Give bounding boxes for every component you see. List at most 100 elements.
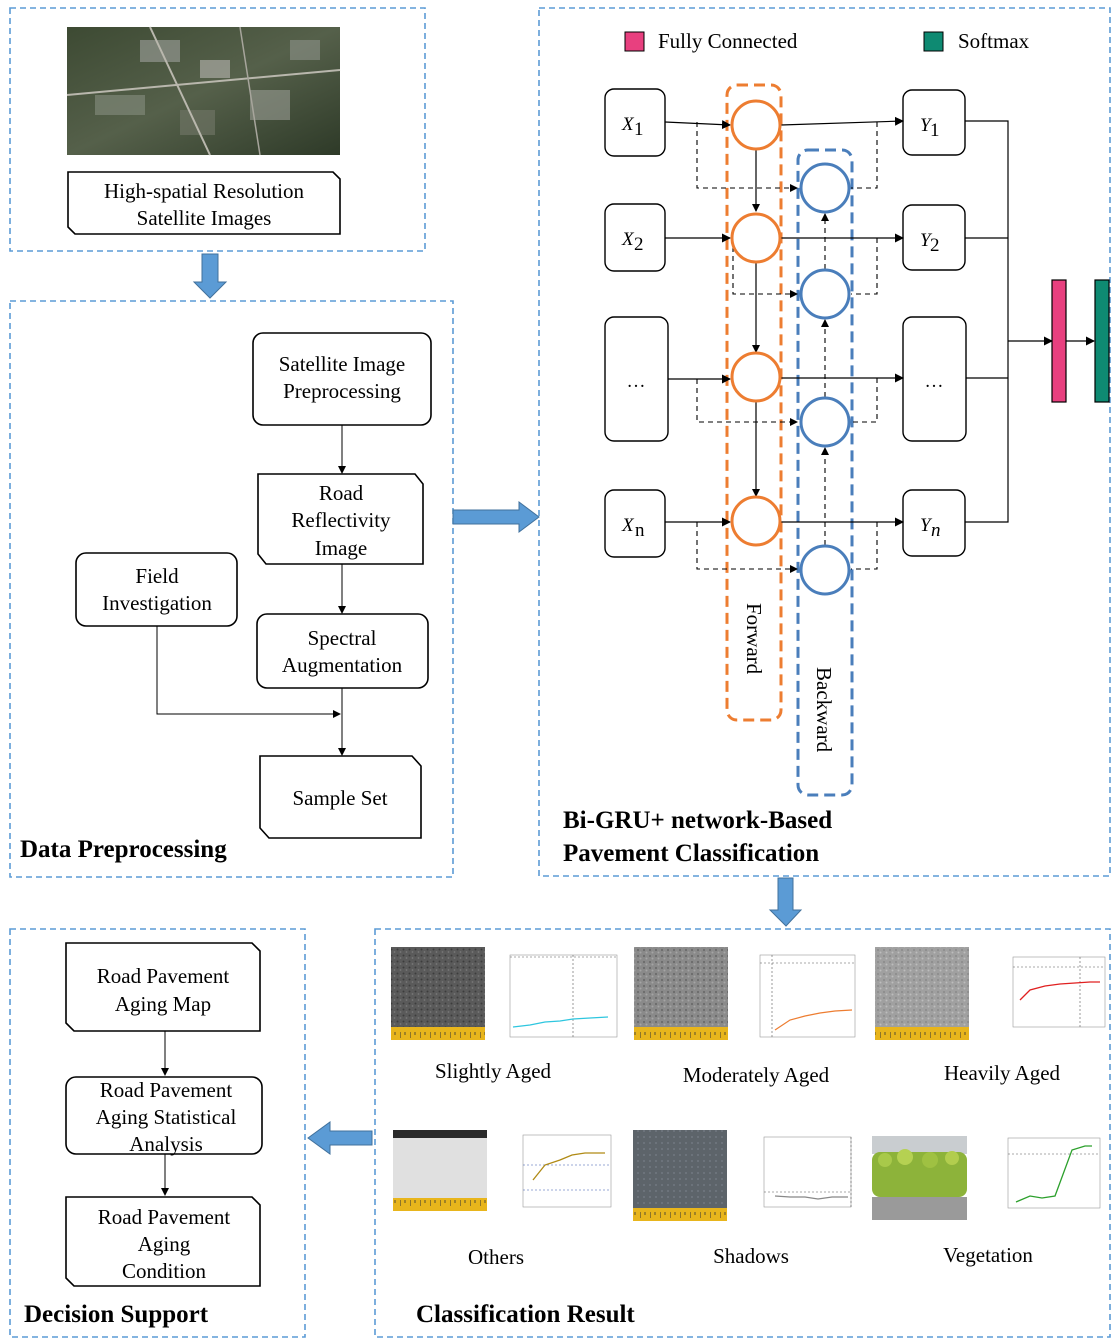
input-node-x2: X 2 xyxy=(604,203,666,272)
field-investigation-line2: Investigation xyxy=(102,591,212,615)
sample-set-box xyxy=(259,755,422,839)
statistical-analysis-line2: Aging Statistical xyxy=(96,1105,237,1129)
softmax-layer xyxy=(1094,279,1110,403)
heavily-aged-sample xyxy=(875,947,969,1040)
backward-node-3 xyxy=(799,396,851,448)
input-label-line1: High-spatial Resolution xyxy=(104,179,305,203)
backward-layer-frame xyxy=(796,148,854,797)
fully-connected-layer xyxy=(1051,279,1067,403)
arrow-right-icon xyxy=(452,501,540,533)
input-x1-label: X xyxy=(621,114,635,135)
aging-condition-box xyxy=(65,1196,261,1287)
vegetation-sample xyxy=(872,1136,967,1220)
aging-condition-line1: Road Pavement xyxy=(98,1205,231,1229)
spectral-augmentation-line2: Augmentation xyxy=(282,653,403,677)
satellite-preproc-line2: Preprocessing xyxy=(283,379,401,403)
connector xyxy=(156,626,341,718)
input-x1-subscript: 1 xyxy=(634,119,644,140)
arrow-down-2-icon xyxy=(768,877,803,927)
slightly-aged-sample xyxy=(391,947,485,1040)
output-node-ellipsis: … xyxy=(902,316,967,442)
arrow-left-icon xyxy=(307,1121,373,1155)
output-yn-label: Y xyxy=(920,515,933,536)
output-node-y1: Y 1 xyxy=(902,89,966,156)
softmax-legend-label: Softmax xyxy=(958,29,1030,53)
output-y1-subscript: 1 xyxy=(930,120,940,141)
decision-title: Decision Support xyxy=(24,1301,209,1328)
input-x2-label: X xyxy=(621,229,635,250)
forward-label: Forward xyxy=(742,603,766,675)
moderately-aged-spectrum xyxy=(759,954,856,1038)
sample-set-label: Sample Set xyxy=(292,786,387,810)
aging-map-line1: Road Pavement xyxy=(97,964,230,988)
backward-connections xyxy=(696,122,878,573)
road-reflectivity-line3: Image xyxy=(315,536,367,560)
road-reflectivity-box xyxy=(257,473,424,565)
forward-layer-frame xyxy=(725,83,783,722)
class-label-moderately-aged: Moderately Aged xyxy=(683,1063,830,1087)
backward-node-2 xyxy=(799,268,851,320)
bigru-panel xyxy=(538,7,1111,877)
decision-panel xyxy=(9,928,306,1338)
road-reflectivity-line1: Road xyxy=(319,481,364,505)
satellite-image xyxy=(66,26,341,156)
aging-map-line2: Aging Map xyxy=(115,992,211,1016)
network-connections xyxy=(664,116,904,527)
input-node-xn: X n xyxy=(604,489,666,558)
forward-node-2 xyxy=(730,212,782,264)
input-node-ellipsis: … xyxy=(604,316,669,442)
output-y2-subscript: 2 xyxy=(930,235,940,256)
class-label-heavily-aged: Heavily Aged xyxy=(944,1061,1061,1085)
input-xn-label: X xyxy=(621,515,635,536)
output-aggregation xyxy=(965,120,1095,523)
class-label-vegetation: Vegetation xyxy=(943,1243,1033,1267)
backward-label: Backward xyxy=(812,667,836,753)
class-label-shadows: Shadows xyxy=(713,1244,789,1268)
input-xn-subscript: n xyxy=(635,520,645,541)
statistical-analysis-line1: Road Pavement xyxy=(100,1078,233,1102)
input-label-box xyxy=(67,171,341,235)
backward-node-1 xyxy=(799,162,851,214)
arrow-down-1-icon xyxy=(192,253,228,299)
statistical-analysis-box xyxy=(65,1076,263,1155)
vegetation-spectrum xyxy=(1007,1137,1101,1209)
forward-node-3 xyxy=(730,351,782,403)
satellite-preproc-line1: Satellite Image xyxy=(279,352,406,376)
output-ellipsis-label: … xyxy=(925,371,944,392)
input-ellipsis-label: … xyxy=(627,371,646,392)
aging-condition-line2: Aging xyxy=(138,1232,191,1256)
output-node-y2: Y 2 xyxy=(902,204,966,271)
class-label-slightly-aged: Slightly Aged xyxy=(435,1059,552,1083)
input-x2-subscript: 2 xyxy=(634,234,644,255)
softmax-legend-swatch xyxy=(923,31,944,52)
data-preprocessing-panel xyxy=(9,300,454,878)
forward-node-n xyxy=(730,495,782,547)
bigru-title-line2: Pavement Classification xyxy=(563,840,819,867)
field-investigation-line1: Field xyxy=(135,564,179,588)
heavily-aged-spectrum xyxy=(1012,956,1106,1028)
statistical-analysis-line3: Analysis xyxy=(129,1132,203,1156)
moderately-aged-sample xyxy=(634,947,728,1040)
output-y1-label: Y xyxy=(920,115,933,136)
input-panel xyxy=(9,7,426,252)
output-yn-subscript: n xyxy=(931,520,941,541)
data-preprocessing-title: Data Preprocessing xyxy=(20,836,227,863)
fully-connected-legend-swatch xyxy=(624,31,645,52)
others-sample xyxy=(393,1130,487,1211)
spectral-augmentation-line1: Spectral xyxy=(308,626,377,650)
bigru-title-line1: Bi-GRU+ network-Based xyxy=(563,807,832,834)
output-node-yn: Y n xyxy=(902,489,966,557)
shadows-spectrum xyxy=(763,1136,852,1208)
shadows-sample xyxy=(633,1130,727,1221)
backward-node-n xyxy=(799,544,851,596)
road-reflectivity-line2: Reflectivity xyxy=(291,508,391,532)
aging-condition-line3: Condition xyxy=(122,1259,207,1283)
forward-node-1 xyxy=(730,99,782,151)
classification-title: Classification Result xyxy=(416,1301,635,1328)
others-spectrum xyxy=(522,1134,612,1208)
aging-map-box xyxy=(65,942,261,1032)
class-label-others: Others xyxy=(468,1245,524,1269)
input-node-x1: X 1 xyxy=(604,88,666,157)
input-label-line2: Satellite Images xyxy=(137,206,272,230)
